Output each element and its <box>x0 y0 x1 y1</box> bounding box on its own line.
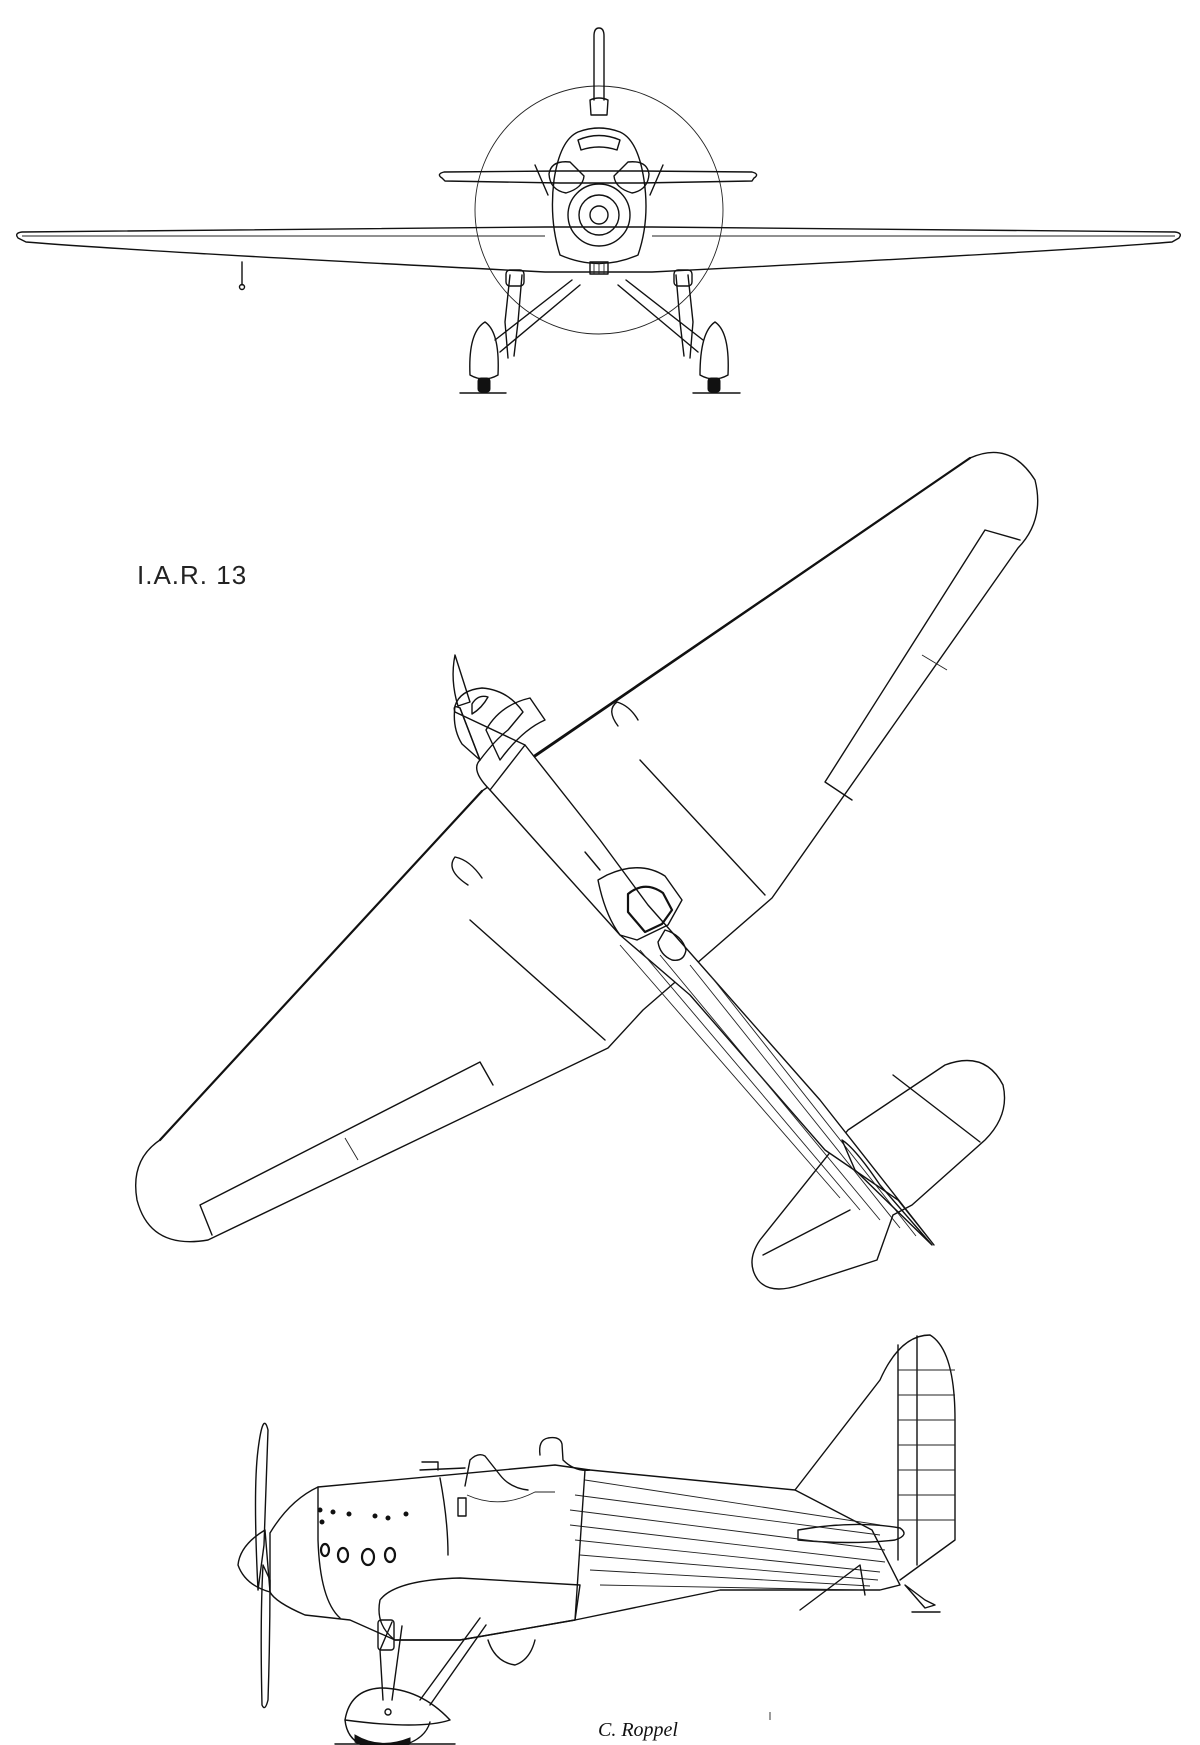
side-headrest <box>538 1436 591 1471</box>
front-left-undercarriage <box>494 274 581 359</box>
top-left-aileron <box>199 1061 494 1236</box>
side-view <box>237 1334 956 1745</box>
front-cylinder-left <box>548 161 585 194</box>
top-spinner <box>452 654 471 707</box>
artist-signature: C. Roppel <box>598 1719 678 1741</box>
propeller-disc <box>474 85 724 335</box>
side-propeller <box>254 1422 269 1591</box>
front-fin <box>593 27 605 101</box>
front-fuselage <box>551 127 647 265</box>
front-right-wheel-spat <box>699 321 729 380</box>
top-right-aileron <box>824 529 1021 801</box>
side-fin <box>794 1334 956 1581</box>
side-wing <box>378 1577 581 1641</box>
side-windscreen <box>464 1453 529 1491</box>
front-cylinder-right <box>613 161 650 194</box>
front-view <box>15 27 1182 394</box>
top-cockpit <box>597 867 683 941</box>
side-fuselage <box>269 1464 901 1641</box>
spinner <box>567 183 631 247</box>
side-wheel-spat <box>344 1687 451 1726</box>
top-headrest <box>657 929 687 961</box>
top-fuselage <box>453 705 935 1246</box>
top-wing <box>135 451 1039 1243</box>
front-tailplane <box>438 170 758 184</box>
side-undercarriage <box>379 1617 487 1706</box>
front-main-wing <box>15 226 1182 273</box>
front-left-wheel-spat <box>469 321 499 380</box>
top-view <box>135 451 1039 1290</box>
aircraft-title: I.A.R. 13 <box>137 560 248 590</box>
side-spinner <box>237 1529 271 1593</box>
front-right-undercarriage <box>617 274 704 359</box>
